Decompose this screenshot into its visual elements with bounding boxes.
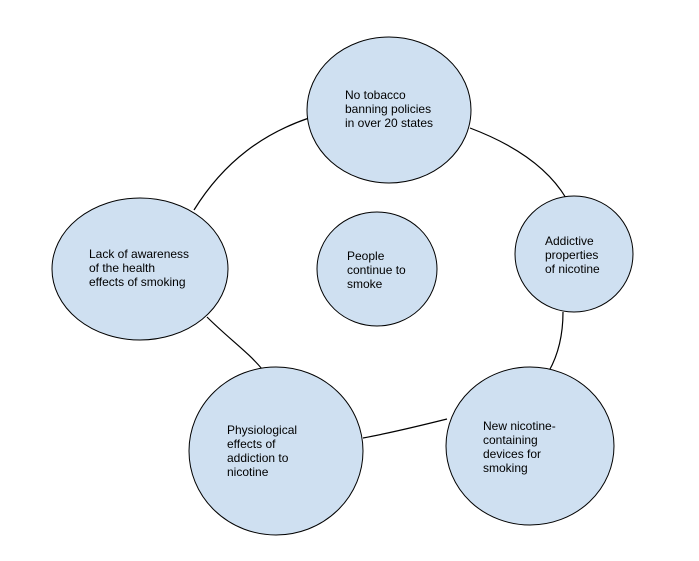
- node-bottom-left-line-2: effects of: [227, 437, 276, 451]
- node-center-ellipse: [316, 211, 438, 327]
- node-top-label: No tobacco banning policies in over 20 s…: [345, 88, 434, 130]
- node-bottom-left-line-4: nicotine: [227, 465, 269, 479]
- node-bottom-right-line-1: New nicotine-: [483, 419, 556, 433]
- node-right-line-3: of nicotine: [545, 262, 600, 276]
- node-right-line-2: properties: [545, 248, 598, 262]
- node-bottom-left-ellipse: [188, 366, 364, 536]
- node-right: Addictive properties of nicotine: [514, 195, 634, 313]
- node-top: No tobacco banning policies in over 20 s…: [306, 36, 472, 184]
- node-center-label: People continue to smoke: [347, 249, 409, 291]
- node-center: People continue to smoke: [316, 211, 438, 327]
- node-left-line-3: effects of smoking: [89, 275, 186, 289]
- node-top-line-3: in over 20 states: [345, 116, 433, 130]
- connector-top-to-right: [469, 127, 567, 199]
- node-top-line-1: No tobacco: [345, 88, 406, 102]
- node-bottom-left-label: Physiological effects of addiction to ni…: [227, 423, 300, 479]
- node-bottom-left: Physiological effects of addiction to ni…: [188, 366, 364, 536]
- node-bottom-right-ellipse: [445, 366, 615, 526]
- node-bottom-left-line-3: addiction to: [227, 451, 289, 465]
- node-right-label: Addictive properties of nicotine: [545, 234, 602, 276]
- node-bottom-right-label: New nicotine- containing devices for smo…: [483, 419, 559, 475]
- connector-right-to-bottom-right: [548, 311, 564, 372]
- node-left-ellipse: [51, 197, 229, 341]
- node-right-line-1: Addictive: [545, 234, 594, 248]
- node-left-line-1: Lack of awareness: [89, 247, 189, 261]
- node-bottom-right-line-3: devices for: [483, 447, 541, 461]
- node-bottom-left-line-1: Physiological: [227, 423, 297, 437]
- node-left-line-2: of the health: [89, 261, 155, 275]
- connector-left-to-top: [193, 117, 310, 211]
- node-bottom-right: New nicotine- containing devices for smo…: [445, 366, 615, 526]
- node-center-line-1: People: [347, 249, 385, 263]
- node-left: Lack of awareness of the health effects …: [51, 197, 229, 341]
- node-top-ellipse: [306, 36, 472, 184]
- connector-bottom-left-to-left: [206, 316, 263, 370]
- node-bottom-right-line-2: containing: [483, 433, 538, 447]
- node-right-ellipse: [514, 195, 634, 313]
- node-bottom-right-line-4: smoking: [483, 461, 528, 475]
- node-left-label: Lack of awareness of the health effects …: [89, 247, 192, 289]
- node-center-line-3: smoke: [347, 277, 383, 291]
- node-top-line-2: banning policies: [345, 102, 431, 116]
- connector-bottom-right-to-bottom-left: [362, 418, 448, 439]
- node-center-line-2: continue to: [347, 263, 406, 277]
